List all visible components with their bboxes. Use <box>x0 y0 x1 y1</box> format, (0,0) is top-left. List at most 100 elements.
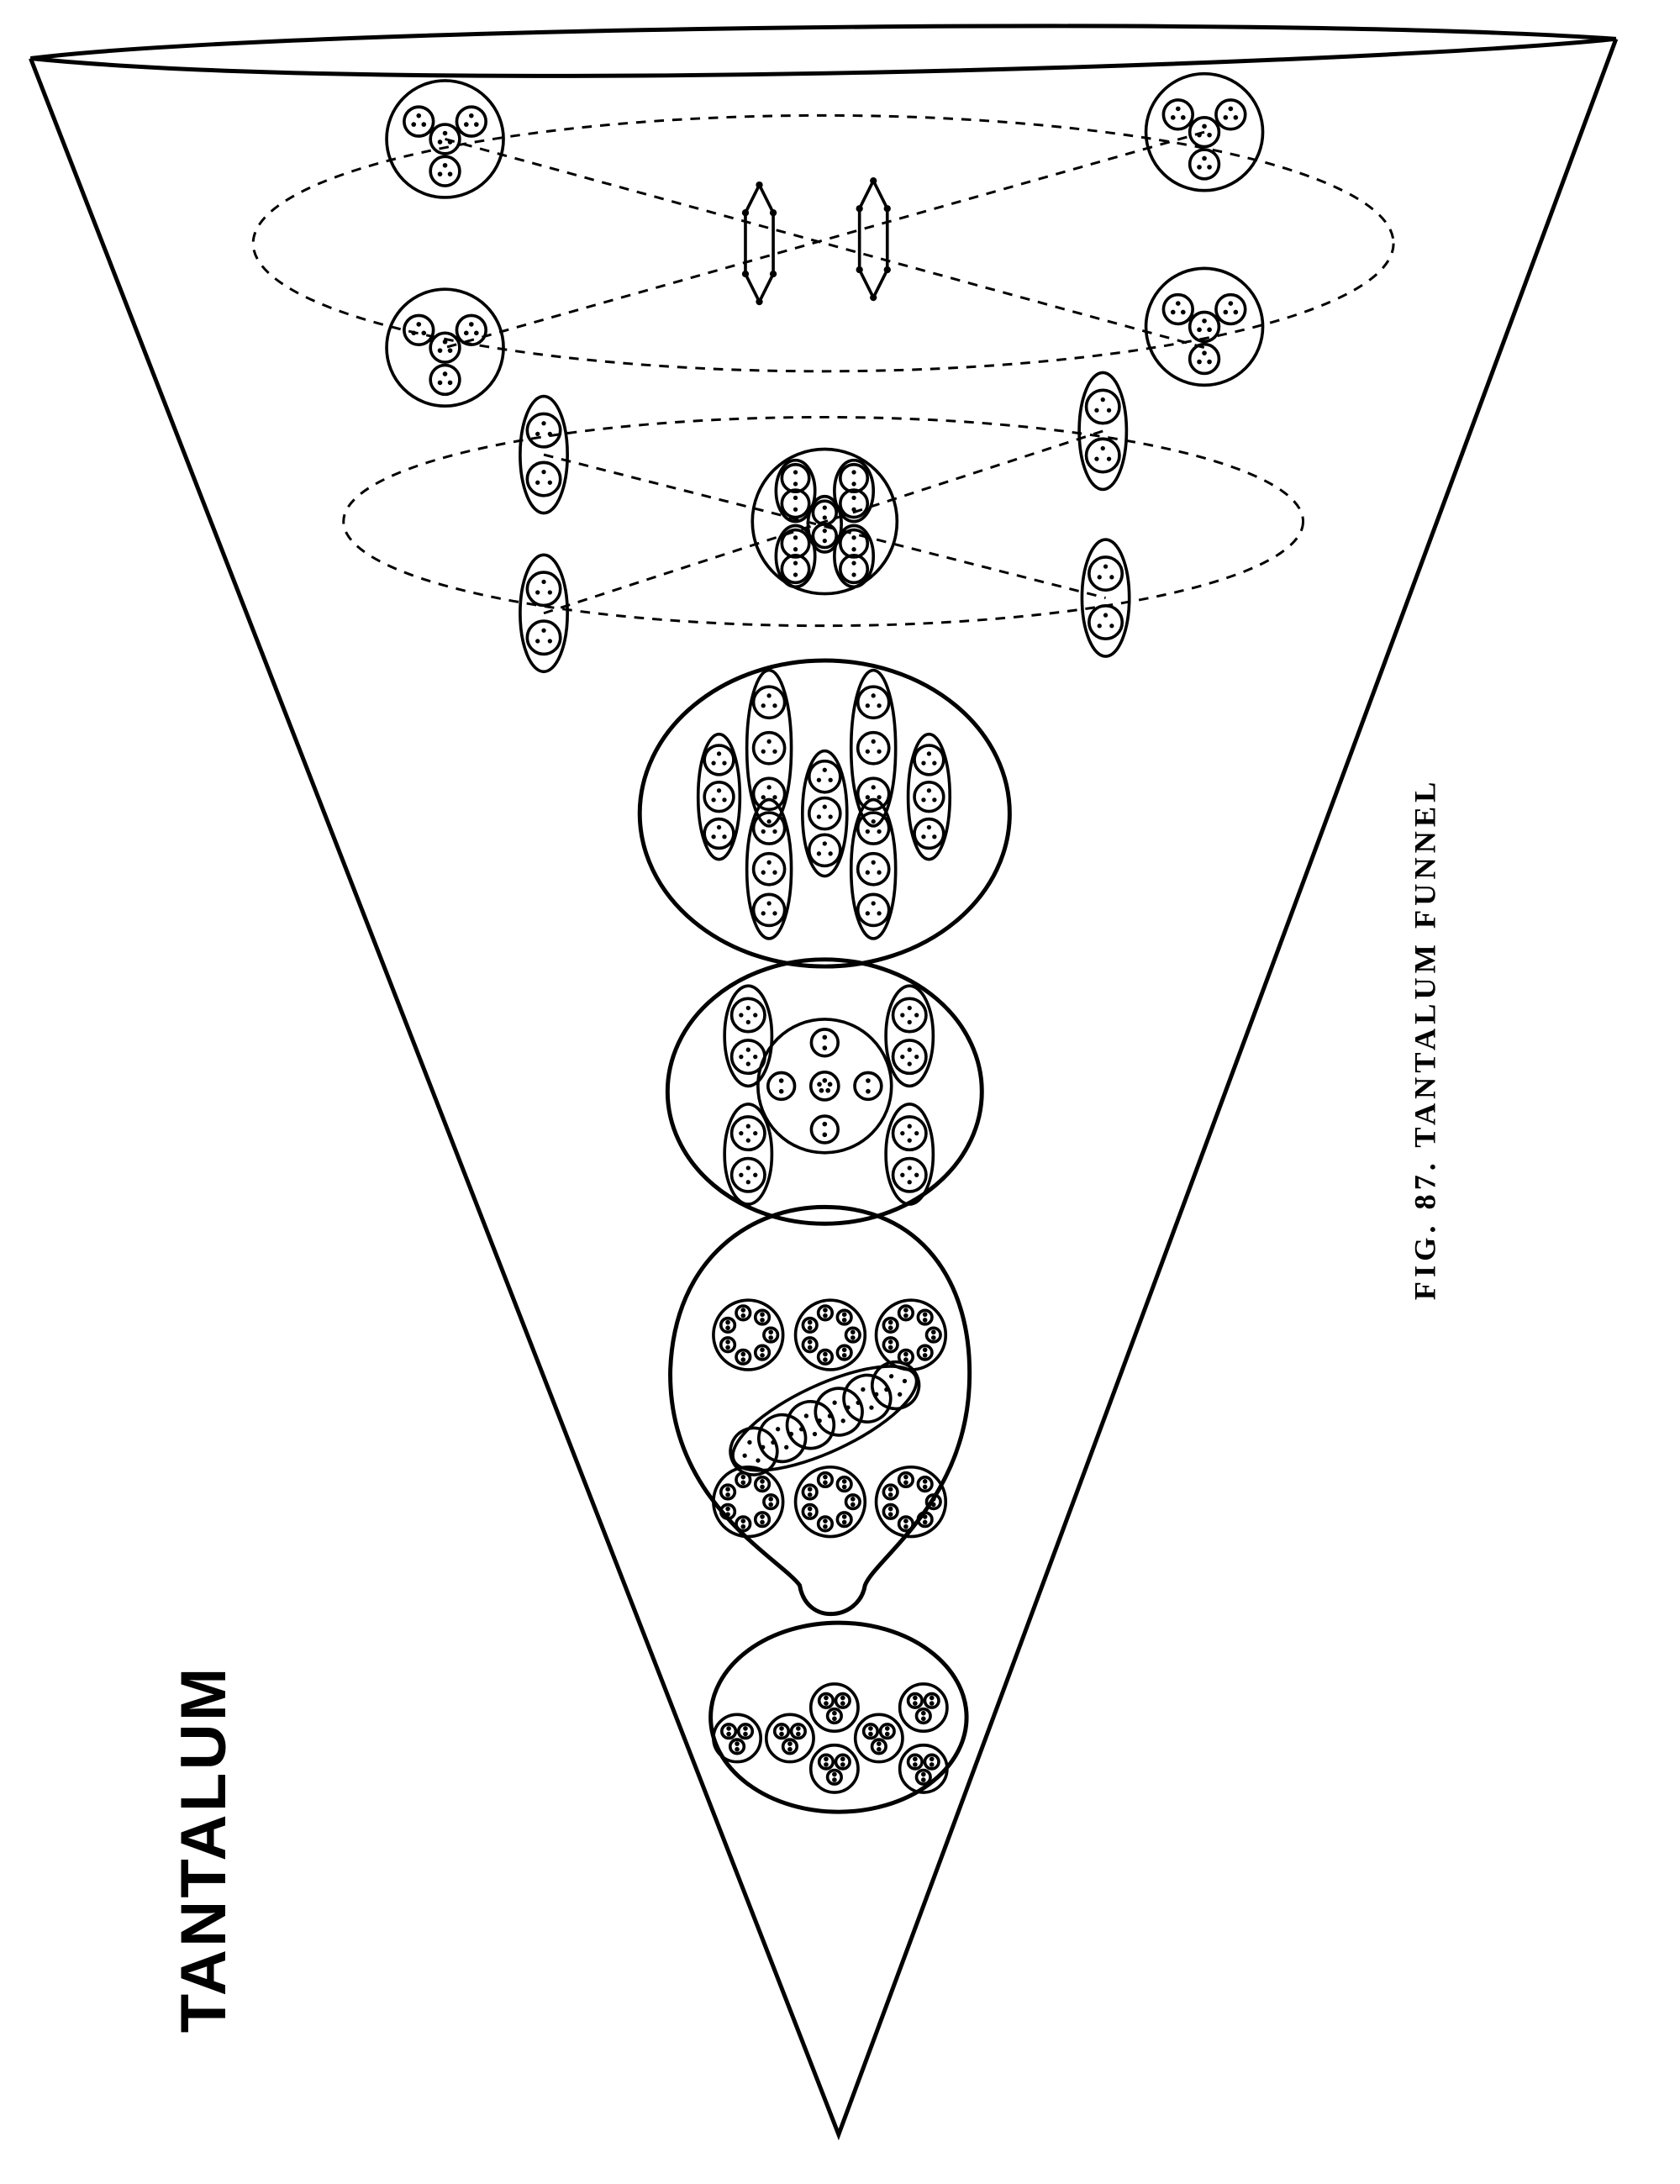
particle-dot <box>865 829 870 834</box>
sub-sphere <box>923 1692 940 1709</box>
sub-sphere <box>891 1039 928 1076</box>
oval-shell <box>906 732 952 861</box>
particle-dot <box>753 1013 758 1018</box>
particle-dot <box>877 1746 882 1752</box>
sub-sphere <box>825 1707 843 1725</box>
oval-group <box>801 749 849 878</box>
particle-dot <box>745 1124 750 1129</box>
particle-dot <box>778 1078 784 1083</box>
particle-dot <box>840 1762 845 1767</box>
particle-dot <box>887 1325 893 1331</box>
particle-dot <box>898 1392 903 1397</box>
oval-shell <box>884 1103 935 1206</box>
particle-dot <box>739 1054 744 1060</box>
particle-dot <box>1207 359 1212 365</box>
particle-dot <box>903 1313 908 1318</box>
sub-sphere <box>780 528 811 559</box>
particle-dot <box>902 1378 908 1384</box>
sub-sphere <box>735 1304 752 1322</box>
sub-sphere <box>807 796 842 831</box>
oval-shell <box>774 458 817 524</box>
particle-dot <box>823 1518 828 1524</box>
particle-dot <box>887 1506 893 1512</box>
sub-sphere <box>897 1304 915 1322</box>
sub-sphere <box>753 1511 772 1529</box>
sub-sphere <box>751 685 787 720</box>
sub-sphere <box>906 1692 924 1709</box>
oval-group <box>849 668 898 828</box>
particle-dot <box>903 1524 908 1529</box>
particle-dot <box>922 1312 928 1318</box>
particle-dot <box>832 1710 837 1716</box>
particle-dot <box>740 1480 746 1486</box>
sub-sphere <box>816 1304 835 1322</box>
sub-sphere <box>853 1713 904 1764</box>
sub-sphere <box>835 1476 853 1493</box>
particle-dot <box>742 1453 747 1458</box>
particle-dot <box>547 639 552 644</box>
particle-dot <box>929 1695 935 1701</box>
particle-dot <box>735 1741 740 1746</box>
sub-sphere <box>914 1707 932 1725</box>
sub-sphere <box>834 1753 851 1771</box>
oval-group <box>519 394 569 515</box>
sub-sphere <box>808 1743 860 1794</box>
particle-dot <box>903 1474 908 1480</box>
particle-dot <box>840 1701 845 1706</box>
particle-dot <box>447 380 453 386</box>
sub-sphere <box>856 730 891 766</box>
sub-sphere <box>906 1753 924 1771</box>
particle-dot <box>807 1506 813 1512</box>
particle-dot <box>807 1319 813 1325</box>
particle-dot <box>922 1519 928 1525</box>
body-3 <box>668 1204 972 1617</box>
oval-shell <box>833 458 876 524</box>
sub-sphere <box>856 811 891 845</box>
particle-dot <box>740 1474 746 1480</box>
particle-dot <box>920 1710 926 1716</box>
triplet-sphere <box>1144 71 1265 192</box>
oval-group <box>519 553 569 674</box>
ring-sphere <box>712 1465 785 1539</box>
sub-sphere <box>808 1071 840 1102</box>
particle-dot <box>822 767 827 772</box>
vertex-dot <box>741 270 750 278</box>
sub-sphere <box>729 1426 779 1476</box>
particle-dot <box>463 330 469 336</box>
sub-sphere <box>898 1682 949 1734</box>
particle-dot <box>877 829 882 834</box>
upper-orbit <box>251 113 1395 373</box>
vertex-dot <box>756 181 763 189</box>
particle-dot <box>793 535 798 540</box>
particle-dot <box>535 431 540 437</box>
particle-dot <box>907 1005 912 1011</box>
particle-dot <box>1207 327 1212 333</box>
particle-dot <box>874 1392 879 1397</box>
sub-sphere <box>817 1692 835 1709</box>
particle-dot <box>907 1166 912 1171</box>
particle-dot <box>932 834 937 839</box>
particle-dot <box>884 1726 890 1731</box>
particle-dot <box>865 911 870 916</box>
particle-dot <box>827 1081 833 1087</box>
particle-dot <box>865 870 870 875</box>
particle-dot <box>865 795 870 800</box>
sub-sphere <box>924 1326 942 1344</box>
particle-dot <box>442 371 448 376</box>
particle-dot <box>871 693 876 698</box>
particle-dot <box>822 1045 828 1050</box>
sub-sphere <box>1084 388 1121 425</box>
particle-dot <box>841 1318 847 1323</box>
particle-dot <box>868 1731 873 1737</box>
particle-dot <box>913 1695 918 1701</box>
particle-dot <box>442 162 448 168</box>
particle-dot <box>437 348 443 353</box>
particle-dot <box>807 1325 813 1331</box>
particle-dot <box>807 1345 813 1350</box>
particle-dot <box>756 1458 761 1463</box>
vertex-dot <box>769 209 777 217</box>
particle-dot <box>768 1502 773 1508</box>
particle-dot <box>930 1502 936 1508</box>
particle-dot <box>778 1088 784 1094</box>
particle-dot <box>825 1087 831 1093</box>
